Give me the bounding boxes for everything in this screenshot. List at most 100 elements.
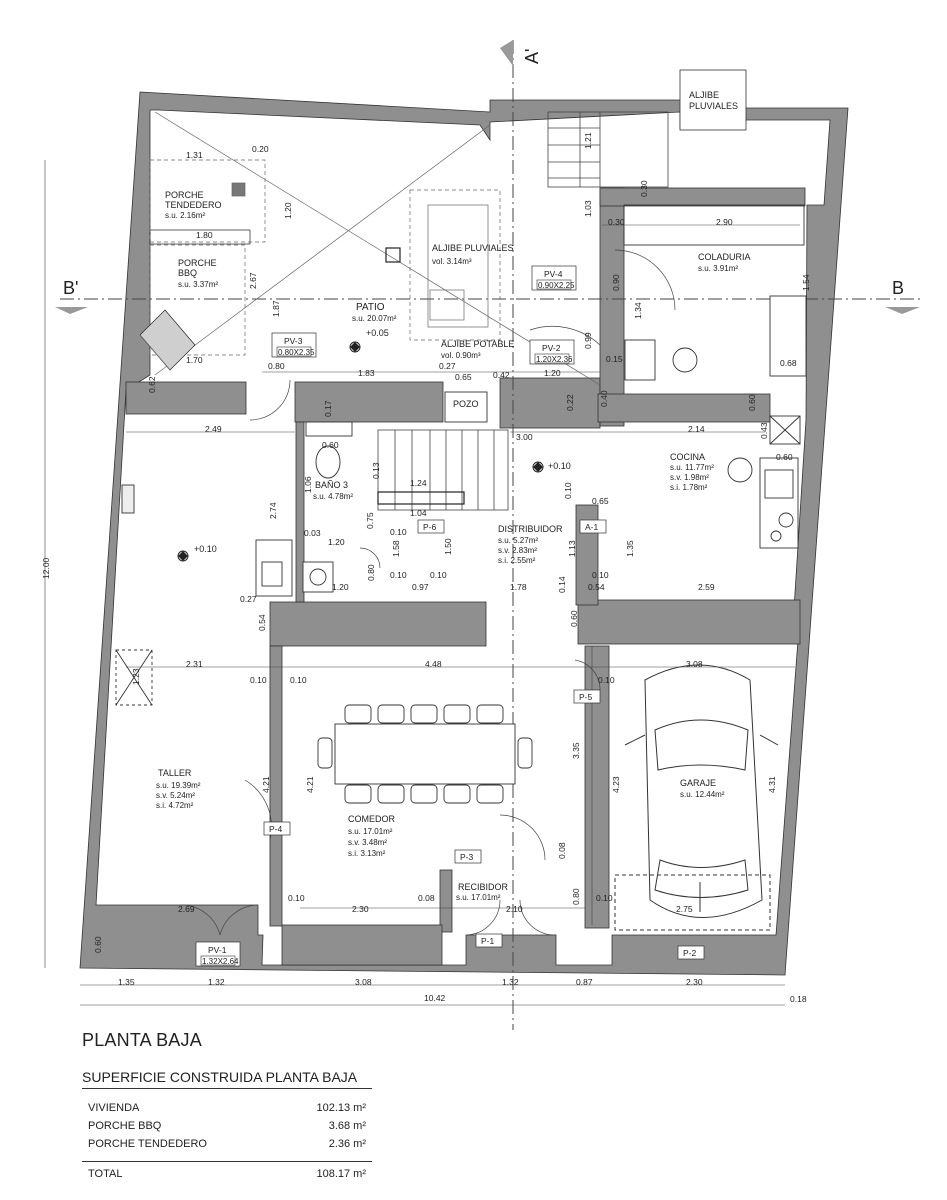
aljibe-top-box [679, 69, 747, 131]
garaje-name: GARAJE [680, 778, 716, 788]
wall-band-middle-2 [577, 599, 801, 645]
cocina-sv: s.v. 1.98m² [670, 473, 709, 482]
dim-075: 0.75 [365, 512, 375, 529]
dim-010c: 0.10 [430, 570, 447, 580]
porche-tendedero-name-2: TENDEDERO [165, 200, 222, 210]
stairs [377, 111, 669, 511]
dim-158: 1.58 [391, 540, 401, 557]
dim-103: 1.03 [583, 200, 593, 217]
dim-210: 2.10 [506, 904, 523, 914]
summary-total-value: 108.17 m² [316, 1168, 366, 1180]
dim-120c: 1.20 [328, 537, 345, 547]
dim-030a: 0.30 [639, 180, 649, 197]
dim-104: 1.04 [410, 508, 427, 518]
section-lines [60, 40, 920, 1030]
dim-010h: 0.10 [598, 675, 615, 685]
section-a-top: A' [522, 49, 542, 64]
dim-003: 0.03 [304, 528, 321, 538]
summary-value: 102.13 m² [316, 1102, 366, 1114]
wall-patio-south-2 [499, 377, 601, 429]
dim-131: 1.31 [186, 150, 203, 160]
dim-448: 4.48 [425, 659, 442, 669]
level-markers [177, 341, 544, 562]
dim-010b: 0.10 [390, 570, 407, 580]
dim-214: 2.14 [688, 424, 705, 434]
wall-garaje-west [584, 645, 610, 929]
porche-bbq-name-2: BBQ [178, 268, 197, 278]
dim-027: 0.27 [439, 361, 456, 371]
dim-120a: 1.20 [283, 202, 293, 219]
dim-120b: 1.20 [544, 368, 561, 378]
dim-054: 0.54 [588, 582, 605, 592]
dim-015: 0.15 [606, 354, 623, 364]
dim-080b: 0.80 [366, 564, 376, 581]
cocina-su: s.u. 11.77m² [670, 463, 714, 472]
wall-recibidor [439, 869, 453, 933]
dim-423: 4.23 [611, 776, 621, 793]
comedor-name: COMEDOR [348, 814, 396, 824]
tag-p5: P-5 [579, 692, 593, 702]
aljibe-potable-vol: vol. 0.90m³ [441, 351, 481, 360]
dim-014: 0.14 [557, 576, 567, 593]
tag-p6: P-6 [423, 522, 437, 532]
tag-pv1: PV-1 [208, 945, 227, 955]
porche-tendedero-name-1: PORCHE [165, 190, 204, 200]
summary-value: 2.36 m² [328, 1138, 366, 1150]
taller-si: s.i. 4.72m² [156, 801, 194, 810]
dim-010e: 0.10 [563, 482, 573, 499]
dim-013: 0.13 [371, 462, 381, 479]
room-labels: PORCHE TENDEDERO s.u. 2.16m² PORCHE BBQ … [156, 90, 751, 902]
taller-name: TALLER [158, 768, 192, 778]
taller-sv: s.v. 5.24m² [156, 791, 195, 800]
dining-table [317, 704, 533, 804]
dimension-lines [44, 160, 800, 1006]
wall-cocina-west [597, 393, 771, 423]
wall-coladuria [599, 187, 625, 427]
dim-008a: 0.08 [557, 842, 567, 859]
dim-027b: 0.27 [240, 594, 257, 604]
distribuidor-name: DISTRIBUIDOR [498, 524, 563, 534]
dim-010g: 0.10 [290, 675, 307, 685]
comedor-si: s.i. 3.13m² [348, 849, 386, 858]
dim-017: 0.17 [323, 400, 333, 417]
dim-421a: 4.21 [261, 776, 271, 793]
dim-154: 1.54 [801, 274, 811, 291]
dim-043: 0.43 [759, 422, 769, 439]
tag-pv1-size: 1.32X2.64 [202, 957, 239, 966]
dim-010d: 0.10 [592, 570, 609, 580]
dimension-texts: 1.31 0.20 1.80 1.20 2.67 1.87 1.70 0.80 … [41, 132, 811, 1004]
taller-su: s.u. 19.39m² [156, 781, 201, 790]
tag-a1: A-1 [585, 522, 599, 532]
tag-p1: P-1 [481, 936, 495, 946]
dim-187: 1.87 [271, 300, 281, 317]
coladuria-su: s.u. 3.91m² [698, 264, 738, 273]
summary-row-porche-bbq: PORCHE BBQ 3.68 m² [82, 1117, 372, 1135]
summary-label: VIVIENDA [88, 1102, 140, 1114]
tag-p3: P-3 [460, 852, 474, 862]
tag-pv2-size: 1.20X2.36 [536, 355, 573, 364]
aljibe-potable-name: ALJIBE POTABLE [441, 339, 514, 349]
dim-080c: 0.80 [571, 888, 581, 905]
dim-290: 2.90 [716, 217, 733, 227]
section-markers: A' A' B' B [55, 40, 920, 314]
dim-b132: 1.32 [208, 977, 225, 987]
dim-178: 1.78 [510, 582, 527, 592]
dim-230: 2.30 [352, 904, 369, 914]
tag-p4: P-4 [269, 824, 283, 834]
dim-431: 4.31 [767, 776, 777, 793]
car [614, 664, 779, 931]
dim-065: 0.65 [455, 372, 472, 382]
distribuidor-si: s.i. 2.55m² [498, 556, 536, 565]
dim-308: 3.08 [686, 659, 703, 669]
patio-name: PATIO [356, 302, 385, 313]
dim-010j: 0.10 [596, 893, 613, 903]
summary-value: 3.68 m² [328, 1120, 366, 1132]
distribuidor-su: s.u. 5.27m² [498, 536, 538, 545]
aljibe-pluviales-vol: vol. 3.14m³ [432, 257, 472, 266]
dim-113: 1.13 [567, 540, 577, 557]
dim-123: 1.23 [131, 668, 141, 685]
cocina-name: COCINA [670, 452, 705, 462]
tag-pv4: PV-4 [544, 269, 563, 279]
dim-170: 1.70 [186, 355, 203, 365]
door-swings [179, 249, 676, 936]
